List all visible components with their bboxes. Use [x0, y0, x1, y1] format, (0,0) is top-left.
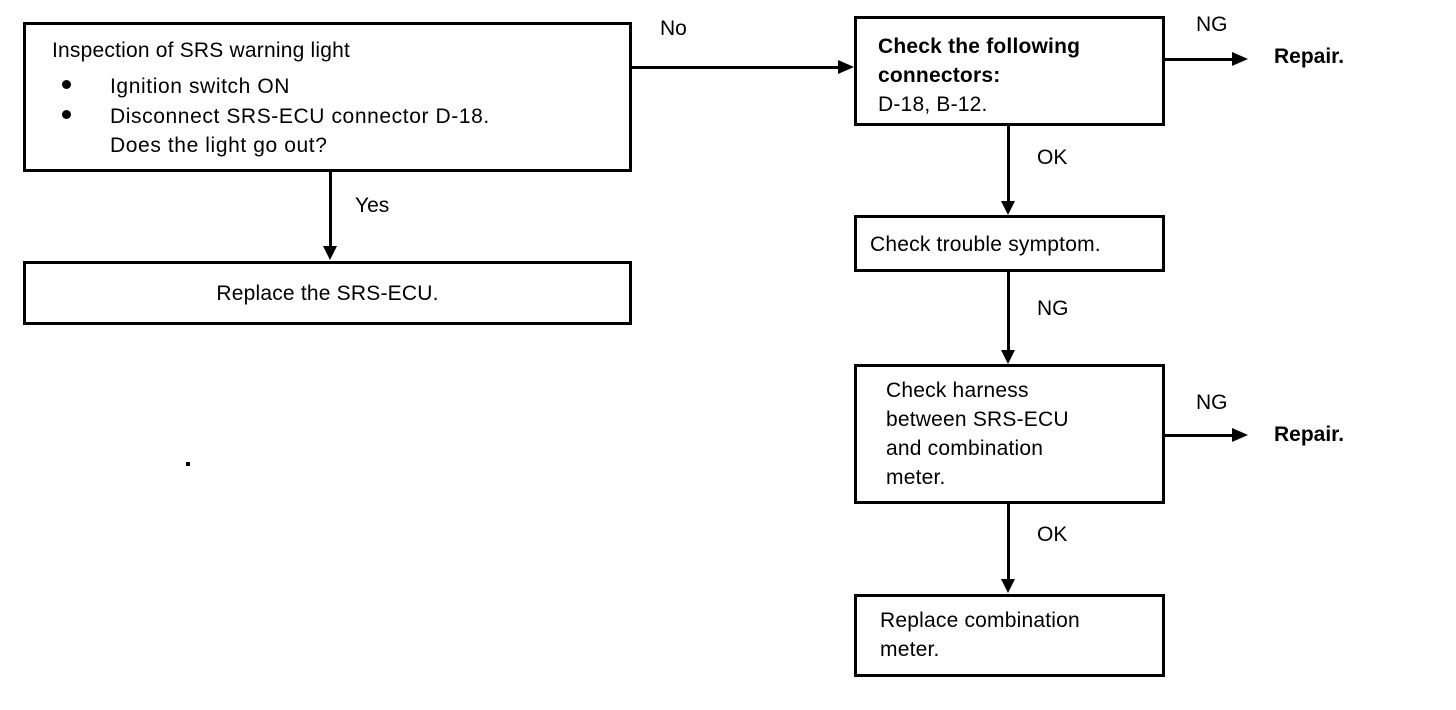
edge-label-ng-top: NG [1196, 13, 1228, 36]
edge-label-ng-mid: NG [1196, 391, 1228, 414]
page-speck-artifact [186, 462, 190, 466]
edge-ok-1-line [1007, 126, 1010, 202]
edge-no-arrow-icon [838, 60, 854, 74]
edge-ng-mid-arrow-icon [1232, 428, 1248, 442]
node-check-harness-box [854, 364, 1165, 504]
node-replace-combination-meter-text: Replace combination meter. [880, 609, 1080, 661]
edge-ng-2-line [1007, 272, 1010, 350]
edge-ok-2-line [1007, 504, 1010, 580]
node-check-trouble-symptom-text: Check trouble symptom. [870, 233, 1101, 256]
node-replace-combination-meter-box [854, 594, 1165, 677]
node-inspection-heading: Inspection of SRS warning light [52, 39, 351, 62]
node-inspection-bullet-1: Ignition switch ON [110, 75, 291, 98]
node-check-harness-text: Check harness between SRS-ECU and combin… [886, 379, 1069, 489]
edge-no-line [632, 66, 838, 69]
node-check-connectors-detail: D-18, B-12. [878, 93, 988, 116]
edge-ok-1-arrow-icon [1001, 201, 1015, 215]
edge-label-no: No [660, 17, 687, 40]
bullet-marker-icon [62, 80, 71, 89]
node-replace-srs-ecu-box [23, 261, 632, 325]
edge-ng-top-line [1165, 58, 1232, 61]
edge-label-yes: Yes [355, 194, 390, 217]
edge-label-ok-2: OK [1037, 523, 1068, 546]
node-check-trouble-symptom-box [854, 215, 1165, 272]
edge-ng-2-arrow-icon [1001, 350, 1015, 364]
edge-inspection-to-replace-line [329, 172, 332, 247]
edge-label-ok-1: OK [1037, 146, 1068, 169]
terminal-repair-mid: Repair. [1274, 423, 1345, 446]
edge-ng-mid-line [1165, 434, 1232, 437]
node-replace-srs-ecu-text: Replace the SRS-ECU. [216, 282, 439, 305]
edge-label-ng-2: NG [1037, 297, 1069, 320]
edge-inspection-to-replace-arrow-icon [323, 246, 337, 260]
bullet-marker-icon [62, 110, 71, 119]
node-inspection-bullet-2: Disconnect SRS-ECU connector D-18. Does … [110, 105, 490, 157]
node-inspection-box [23, 22, 632, 172]
terminal-repair-top: Repair. [1274, 45, 1345, 68]
edge-ng-top-arrow-icon [1232, 52, 1248, 66]
edge-ok-2-arrow-icon [1001, 579, 1015, 593]
node-check-connectors-heading: Check the following connectors: [878, 35, 1081, 87]
node-check-connectors-box [854, 16, 1165, 126]
